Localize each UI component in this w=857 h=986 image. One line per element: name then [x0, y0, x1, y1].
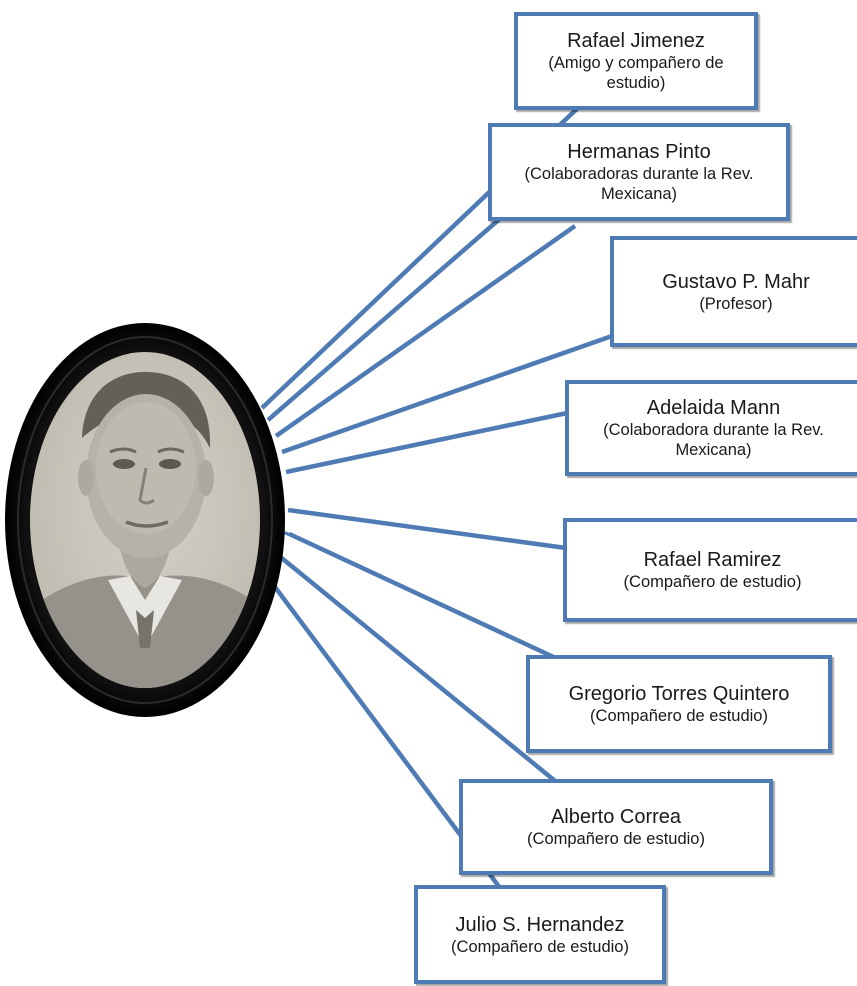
- connector-gregorio: [284, 529, 561, 663]
- portrait-photo-icon: [5, 323, 285, 717]
- node-role: (Compañero de estudio): [623, 573, 802, 591]
- node-role: (Colaboradoras durante la Rev. Mexicana): [524, 165, 754, 203]
- node-role: (Compañero de estudio): [590, 707, 768, 725]
- node-role: (Amigo y compañero de estudio): [548, 54, 724, 92]
- node-role: (Compañero de estudio): [451, 937, 629, 956]
- node-name: Hermanas Pinto: [567, 141, 711, 163]
- node-rafael-jimenez: Rafael Jimenez (Amigo y compañero de est…: [514, 12, 758, 110]
- connector-hermanas-pinto-2: [274, 224, 577, 438]
- node-julio-hernandez: Julio S. Hernandez (Compañero de estudio…: [414, 885, 666, 984]
- connector-rafael-ramirez: [287, 507, 567, 551]
- node-gregorio-torres-quintero: Gregorio Torres Quintero (Compañero de e…: [526, 655, 832, 753]
- node-gustavo-mahr: Gustavo P. Mahr (Profesor): [610, 236, 857, 347]
- node-name: Gregorio Torres Quintero: [568, 683, 790, 705]
- connector-adelaida-mann: [285, 409, 573, 475]
- portrait-photo: [0, 318, 290, 722]
- node-name: Alberto Correa: [550, 806, 682, 828]
- node-role: (Compañero de estudio): [527, 830, 705, 848]
- node-role: (Colaboradora durante la Rev. Mexicana): [603, 421, 824, 459]
- connector-hermanas-pinto-1: [266, 208, 512, 422]
- connector-alberto-correa: [276, 553, 562, 787]
- node-adelaida-mann: Adelaida Mann (Colaboradora durante la R…: [565, 380, 857, 476]
- node-name: Gustavo P. Mahr: [662, 270, 810, 293]
- node-rafael-ramirez: Rafael Ramirez (Compañero de estudio): [563, 518, 857, 622]
- node-role: (Profesor): [699, 294, 773, 313]
- node-name: Rafael Jimenez: [567, 30, 705, 52]
- node-name: Adelaida Mann: [646, 397, 781, 419]
- node-name: Julio S. Hernandez: [455, 913, 625, 936]
- node-alberto-correa: Alberto Correa (Compañero de estudio): [459, 779, 773, 875]
- node-name: Rafael Ramirez: [643, 549, 782, 571]
- connector-gustavo-mahr: [281, 333, 613, 455]
- node-hermanas-pinto: Hermanas Pinto (Colaboradoras durante la…: [488, 123, 790, 221]
